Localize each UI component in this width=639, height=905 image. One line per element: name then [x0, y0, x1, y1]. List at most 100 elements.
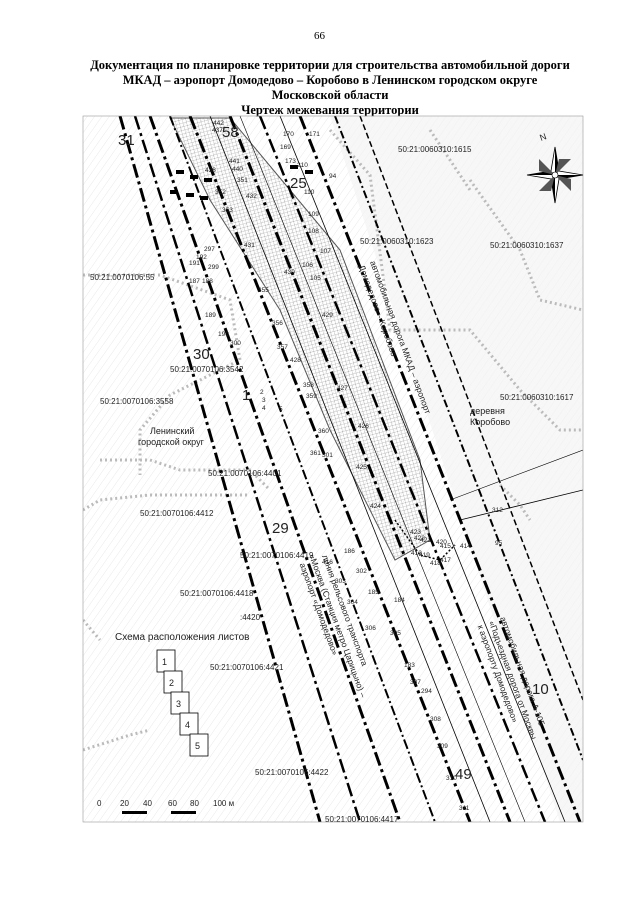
point-number: 415: [440, 543, 451, 550]
sheet-number: 1: [242, 387, 250, 404]
point-number: 189: [205, 312, 216, 319]
point-number: 5: [279, 406, 283, 413]
svg-text:4: 4: [185, 720, 190, 730]
map-body: [83, 116, 583, 822]
road-lines: [118, 116, 583, 822]
point-number: 105: [310, 275, 321, 282]
point-number: 425: [356, 464, 367, 471]
point-number: 352: [215, 189, 226, 196]
point-number: 358: [303, 382, 314, 389]
village-label: Коробово: [470, 417, 510, 427]
point-number: 427: [337, 385, 348, 392]
svg-text:1: 1: [162, 657, 167, 667]
point-number: 171: [309, 131, 320, 138]
point-number: 418: [430, 560, 441, 567]
compass-north-label: N: [538, 131, 548, 143]
scale-bar: 0 20 40 60 80 100 м: [97, 799, 234, 814]
point-number: 210: [297, 162, 308, 169]
point-number: 191: [189, 260, 200, 267]
point-number: 188: [202, 278, 213, 285]
scale-tick: 20: [120, 799, 129, 808]
point-number: 3: [262, 397, 266, 404]
cadastral-label: 50:21:0070106:4412: [140, 509, 214, 518]
point-number: 442: [213, 120, 224, 127]
point-number: 351: [237, 177, 248, 184]
point-number: 110: [304, 189, 315, 196]
legend-sheet: 3: [170, 691, 190, 715]
sheet-number: 58: [222, 124, 239, 141]
cadastral-label: 50:21:0070106:4419: [240, 551, 314, 560]
east-land: [330, 116, 583, 822]
point-number: 107: [320, 248, 331, 255]
place-labels: Ленинский городской округ деревня Коробо…: [138, 406, 510, 447]
point-number: 429: [322, 312, 333, 319]
point-number: 4: [262, 405, 266, 412]
sheet-number: 31: [118, 132, 135, 149]
cadastral-label: 50:21:0070106:4418: [180, 589, 254, 598]
point-number: 192: [196, 254, 207, 261]
point-number: 190: [218, 331, 229, 338]
point-number: 185: [368, 589, 379, 596]
point-number: 437: [212, 127, 223, 134]
point-number: 356: [272, 320, 283, 327]
scale-tick: 40: [143, 799, 152, 808]
legend-sheet: 1: [156, 649, 176, 673]
sheet-number: 10: [532, 681, 549, 698]
point-number: 305: [390, 630, 401, 637]
point-number: 300: [230, 340, 241, 347]
title-line-1: Документация по планировке территории дл…: [90, 58, 570, 72]
boundary-markers: [170, 165, 313, 200]
legend-title: Схема расположения листов: [115, 632, 249, 643]
planning-corridor: [169, 117, 431, 561]
point-number: 422: [414, 535, 425, 542]
point-number: 301: [322, 452, 333, 459]
title-line-3: Московской области: [271, 88, 389, 102]
cadastral-label: 50:21:0070106:3558: [100, 397, 174, 406]
point-number: 426: [358, 423, 369, 430]
cadastral-label: 50:21:0070106:4401: [208, 469, 282, 478]
page-number: 66: [314, 30, 325, 42]
cadastral-label: 50:21:0070106:3542: [170, 365, 244, 374]
point-number: 186: [344, 548, 355, 555]
cadastral-label: 50:21:0070106:55: [90, 273, 155, 282]
corridor-boundary: [394, 519, 456, 561]
legend-sheet: 4: [179, 712, 199, 736]
cadastral-labels: 50:21:0060310:1615 50:21:0060310:1623 50…: [90, 145, 574, 824]
scale-tick: 60: [168, 799, 177, 808]
point-number: 424: [370, 503, 381, 510]
cadastral-label: 50:21:0060310:1637: [490, 241, 564, 250]
point-number: 183: [404, 662, 415, 669]
point-number: 297: [204, 246, 215, 253]
point-number: 360: [318, 428, 329, 435]
title-line-2: МКАД – аэропорт Домодедово – Коробово в …: [122, 73, 538, 87]
point-number: 428: [290, 357, 301, 364]
scale-tick: 100 м: [213, 799, 234, 808]
point-number: 438: [205, 167, 216, 174]
point-number: 94: [329, 173, 337, 180]
point-number: 432: [246, 193, 257, 200]
point-number: 187: [189, 278, 200, 285]
sheet-numbers: 31 58 25 30 1 29 10 49: [118, 124, 549, 783]
point-number: 108: [308, 228, 319, 235]
village-label: деревня: [470, 406, 505, 416]
point-number: 421: [420, 537, 431, 544]
point-number: 419: [419, 552, 430, 559]
point-number: 441: [229, 158, 240, 165]
point-number: 423: [410, 529, 421, 536]
point-number: 355: [258, 287, 269, 294]
point-number: 173: [285, 158, 296, 165]
point-number: 184: [394, 597, 405, 604]
sheet-layout-legend: Схема расположения листов 1 2 3 4 5: [115, 632, 249, 757]
svg-text:5: 5: [195, 741, 200, 751]
cadastral-boundaries: [83, 129, 583, 752]
district-label: Ленинский: [150, 426, 194, 436]
point-number: 353: [222, 207, 233, 214]
point-number: 294: [421, 688, 432, 695]
point-number: 359: [306, 393, 317, 400]
scale-tick: 0: [97, 799, 102, 808]
point-number: 2: [260, 389, 264, 396]
point-number: 420: [436, 539, 447, 546]
point-number: 169: [280, 144, 291, 151]
